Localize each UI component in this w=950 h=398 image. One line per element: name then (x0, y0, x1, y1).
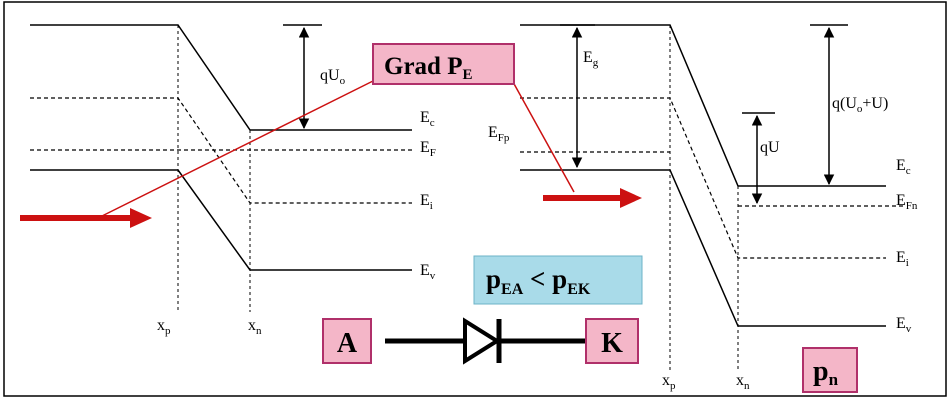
anode-label: A (337, 328, 358, 359)
left-grad-connector (97, 79, 376, 219)
left-ei-label: Ei (420, 192, 433, 212)
right-band-diagram: Eg EFp qU q(Uo+U) Ec EFn Ei Ev xp xn (488, 24, 918, 392)
right-quou-label: q(Uo+U) (832, 95, 888, 115)
right-eg-label: Eg (583, 49, 599, 69)
right-qu-label: qU (760, 139, 780, 156)
right-efp-label: EFp (488, 124, 510, 144)
left-conduction-band (30, 24, 412, 131)
left-red-arrow-head (130, 208, 152, 228)
right-grad-connector (512, 81, 575, 193)
left-quo-label: qUo (320, 67, 346, 87)
diode-triangle (463, 317, 501, 365)
condition-label: pEA < pEK (486, 264, 591, 298)
cathode-label: K (601, 328, 623, 359)
anode-box: A (322, 318, 372, 364)
left-xn-label: xn (248, 317, 262, 337)
right-xn-label: xn (736, 372, 750, 392)
right-ev-label: Ev (896, 315, 912, 335)
right-xp-label: xp (662, 372, 676, 392)
left-ec-label: Ec (420, 109, 435, 129)
right-ec-label: Ec (896, 157, 911, 177)
left-ev-label: Ev (420, 262, 436, 282)
left-ef-label: EF (420, 139, 436, 159)
left-xp-label: xp (157, 317, 171, 337)
grad-pe-label: Grad PE (384, 53, 472, 83)
right-intrinsic-level (520, 97, 886, 259)
figure-frame (3, 1, 947, 397)
condition-box: pEA < pEK (473, 255, 643, 305)
left-valence-band (30, 169, 412, 271)
cathode-box: K (585, 318, 639, 364)
pn-label: pn (813, 356, 839, 389)
left-band-diagram: qUo Ec EF Ei Ev xp xn (20, 24, 436, 337)
grad-pe-box: Grad PE (372, 43, 515, 85)
diode-symbol (385, 317, 585, 365)
right-ei-label: Ei (896, 249, 909, 269)
right-efn-label: EFn (896, 192, 918, 212)
right-red-arrow-head (620, 188, 642, 208)
pn-box: pn (802, 347, 858, 393)
right-valence-band (520, 169, 886, 327)
